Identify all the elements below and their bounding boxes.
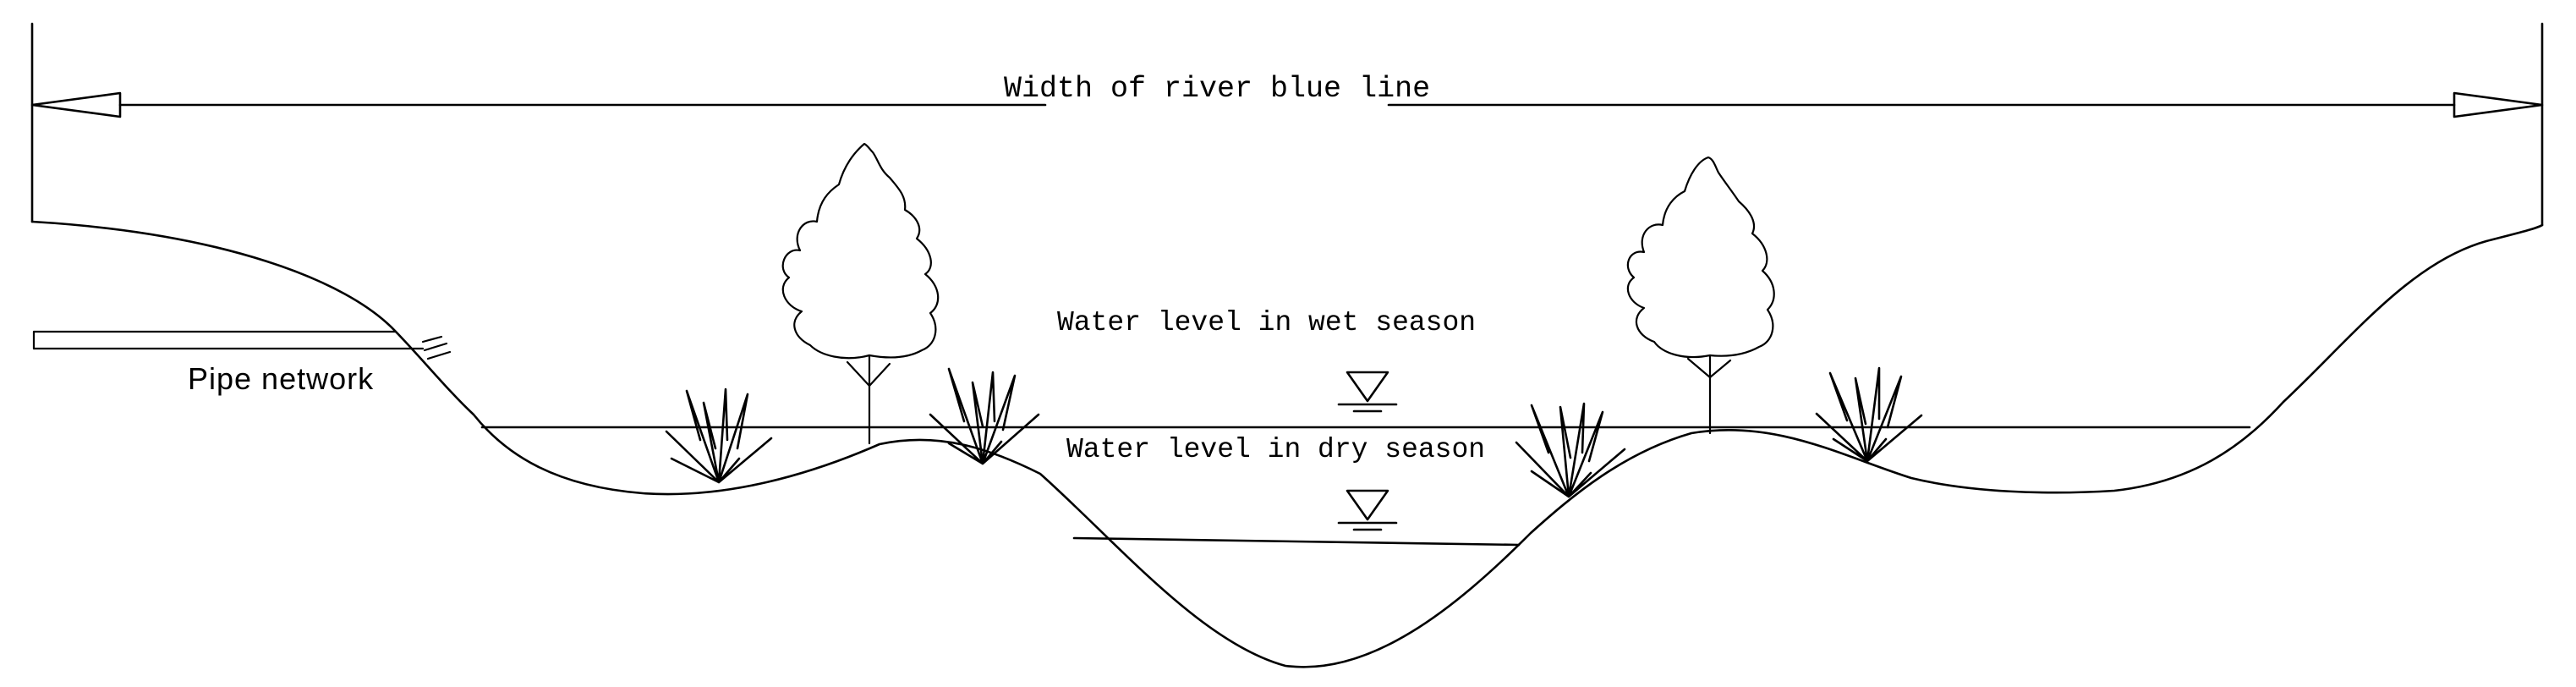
dry-season-water-level-symbol-icon	[1337, 489, 1398, 531]
reed-plant-1-icon	[665, 387, 773, 484]
reed-plant-2-icon	[929, 367, 1040, 465]
dry-season-water-line	[1072, 536, 1521, 547]
tree-right-icon	[1626, 156, 1775, 435]
tree-left-icon	[781, 142, 940, 445]
river-width-dimension: Width of river blue line	[30, 22, 2544, 227]
river-width-label: Width of river blue line	[1004, 72, 1430, 106]
right-arrowhead-icon	[2453, 91, 2544, 118]
wet-season-label: Water level in wet season	[1057, 307, 1476, 338]
outflow-marks-icon	[421, 335, 452, 360]
reed-plant-3-icon	[1515, 402, 1626, 498]
left-arrowhead-icon	[30, 91, 122, 118]
reed-plant-4-icon	[1815, 366, 1923, 463]
pipe-network-label: Pipe network	[188, 361, 374, 396]
dry-season-label: Water level in dry season	[1066, 434, 1485, 465]
pipe-network: Pipe network	[32, 330, 452, 396]
river-bank-profile	[30, 220, 2544, 668]
wet-season-water-level-symbol-icon	[1337, 371, 1398, 413]
